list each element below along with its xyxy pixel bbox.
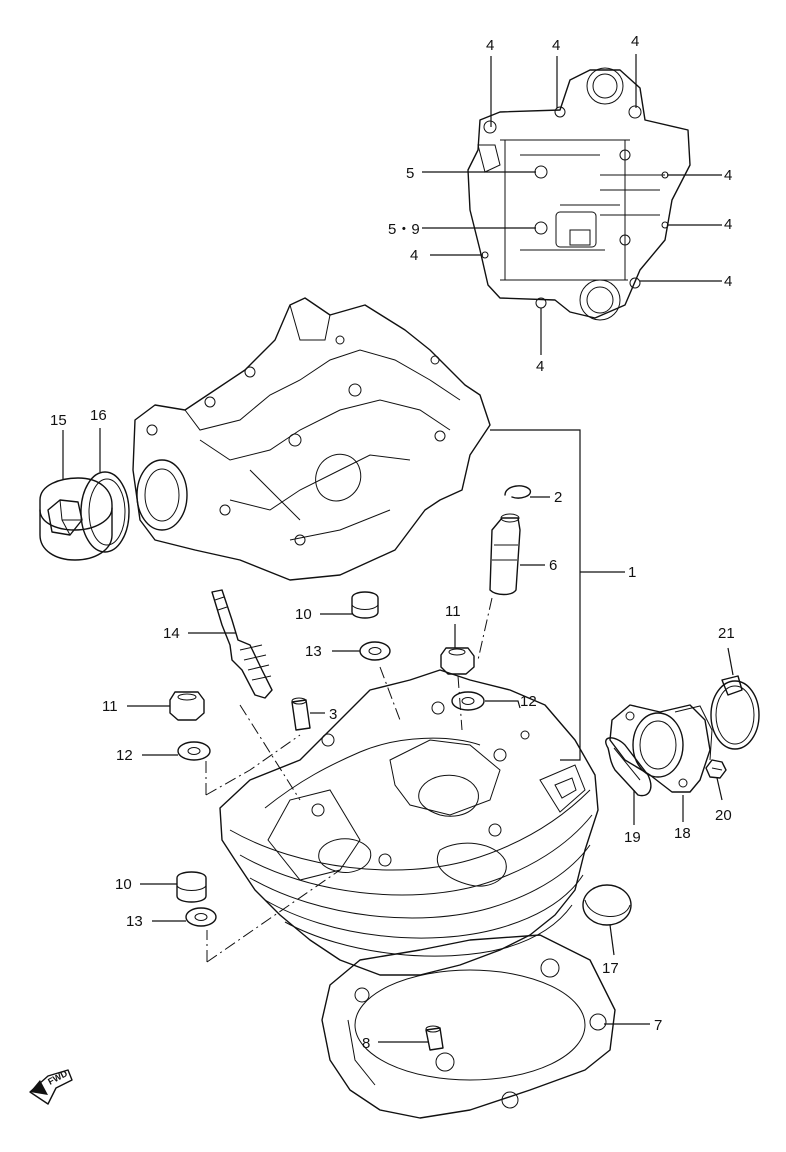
washer-part-13-upper	[359, 641, 391, 661]
assembly-lines	[205, 597, 493, 963]
callout-4b: 4	[552, 37, 560, 54]
callout-18: 18	[674, 825, 691, 842]
callout-12-left: 12	[116, 747, 133, 764]
washer-part-13-lower	[185, 907, 217, 927]
callouts: 4 4 4 5 5・9 4 4 4 4 4 15 16 2 6 1 10 11 …	[50, 33, 735, 1052]
callout-2: 2	[554, 489, 562, 506]
callout-10-upper: 10	[295, 606, 312, 623]
callout-4f: 4	[724, 216, 732, 233]
callout-13-upper: 13	[305, 643, 322, 660]
nut-part-11-right	[440, 647, 475, 675]
spark-plug-part-14	[211, 589, 273, 699]
callout-4e: 4	[724, 167, 732, 184]
clamp-part-21	[710, 675, 760, 750]
cap-nut-part-10-lower	[176, 871, 207, 903]
intake-gasket-part-19	[605, 737, 652, 797]
cylinder-head	[219, 669, 599, 976]
head-cover-top	[132, 297, 491, 581]
callout-1: 1	[628, 564, 636, 581]
dowel-part-8	[425, 1025, 444, 1051]
callout-8: 8	[362, 1035, 370, 1052]
callout-4g: 4	[724, 273, 732, 290]
callout-5-9: 5・9	[388, 221, 420, 238]
leader-lines	[62, 54, 734, 1043]
callout-11-right: 11	[445, 603, 461, 620]
callout-19: 19	[624, 829, 641, 846]
callout-21: 21	[718, 625, 735, 642]
screw-part-20	[705, 759, 727, 779]
callout-4d: 4	[410, 247, 418, 264]
callout-11-left: 11	[102, 698, 118, 715]
head-cover-underside	[467, 67, 691, 321]
clip-part-2	[504, 485, 532, 499]
dowel-part-3	[291, 697, 311, 731]
callout-4h: 4	[536, 358, 544, 375]
intake-pipe-part-18	[609, 704, 713, 793]
callout-7: 7	[654, 1017, 662, 1034]
plug-part-15	[39, 477, 113, 561]
pin-part-6	[489, 513, 521, 596]
callout-14: 14	[163, 625, 180, 642]
nut-part-11-left	[169, 691, 205, 721]
callout-20: 20	[715, 807, 732, 824]
cap-nut-part-10-upper	[351, 591, 379, 619]
callout-15: 15	[50, 412, 67, 429]
callout-10-lower: 10	[115, 876, 132, 893]
callout-13-lower: 13	[126, 913, 143, 930]
cap-part-17	[582, 884, 632, 926]
callout-6: 6	[549, 557, 557, 574]
washer-part-12-left	[177, 741, 211, 761]
callout-16: 16	[90, 407, 107, 424]
callout-17: 17	[602, 960, 619, 977]
washer-part-12-right	[451, 691, 485, 711]
fwd-arrow-badge	[29, 1069, 73, 1105]
callout-12-right: 12	[520, 693, 537, 710]
callout-4a: 4	[486, 37, 494, 54]
callout-4c: 4	[631, 33, 639, 50]
callout-3: 3	[329, 706, 337, 723]
callout-5: 5	[406, 165, 414, 182]
o-ring-part-16	[80, 471, 130, 553]
cylinder-head-gasket	[321, 934, 616, 1119]
